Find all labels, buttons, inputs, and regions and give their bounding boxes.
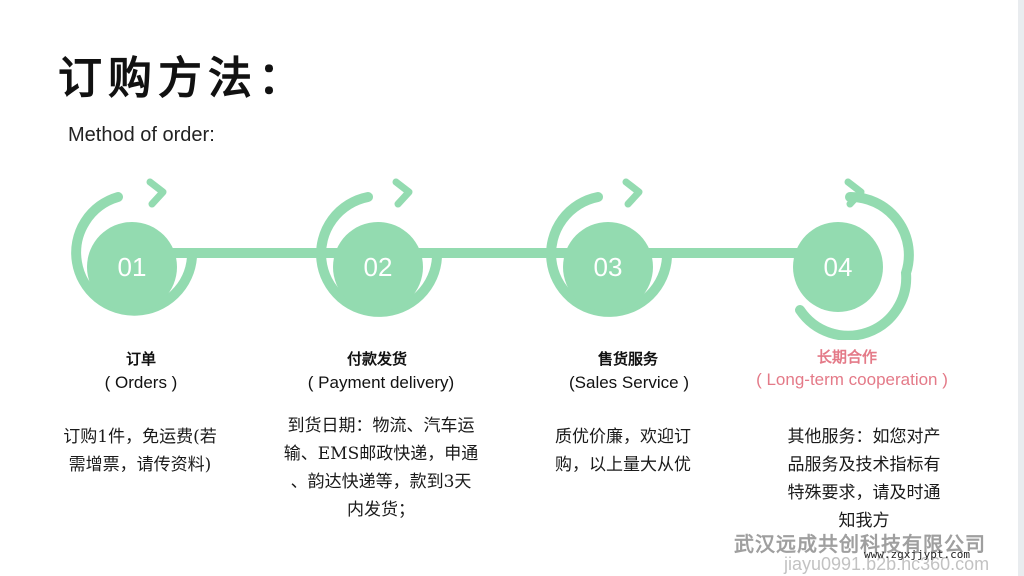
step-4-number: 04 bbox=[824, 252, 853, 282]
desc-line: 到货日期：物流、汽车运 bbox=[287, 416, 475, 436]
desc-line: 需增票，请传资料) bbox=[68, 455, 212, 475]
refresh-arc-icon bbox=[795, 191, 914, 340]
step-2-label-cn: 付款发货 bbox=[346, 350, 407, 368]
step-3-label-cn: 售货服务 bbox=[597, 350, 658, 368]
desc-line: 特殊要求，请及时通 bbox=[787, 483, 941, 503]
watermark-company: 武汉远成共创科技有限公司 bbox=[734, 532, 986, 556]
desc-line: 内发货； bbox=[347, 500, 415, 520]
step-4-disc bbox=[793, 222, 883, 312]
step-4-label-cn: 长期合作 bbox=[816, 348, 877, 366]
refresh-arc-icon bbox=[316, 192, 442, 317]
arrow-right-icon bbox=[146, 178, 167, 208]
step-1-circle: 01 bbox=[71, 178, 197, 316]
step-3-label-en: (Sales Service ) bbox=[569, 373, 689, 392]
step-4-description: 其他服务：如您对产 品服务及技术指标有 特殊要求，请及时通 知我方 bbox=[758, 423, 970, 535]
page-title: 订购方法： bbox=[58, 53, 308, 104]
arrow-right-icon bbox=[844, 178, 865, 208]
step-2-label-en: ( Payment delivery) bbox=[307, 373, 455, 392]
desc-line: 、韵达快递等，款到3天 bbox=[290, 472, 472, 492]
desc-line: 质优价廉，欢迎订 bbox=[555, 427, 691, 447]
step-2-circle: 02 bbox=[316, 178, 442, 317]
connector-1-2 bbox=[170, 248, 340, 258]
arrow-right-icon bbox=[622, 178, 643, 208]
step-3-number: 03 bbox=[594, 252, 623, 282]
step-2-disc bbox=[333, 222, 423, 312]
process-timeline: 01 02 03 04 bbox=[71, 178, 914, 340]
refresh-arc-icon bbox=[546, 192, 672, 317]
page-subtitle: Method of order: bbox=[68, 124, 215, 146]
step-3-disc bbox=[563, 222, 653, 312]
step-1-label-cn: 订单 bbox=[125, 350, 156, 368]
desc-line: 其他服务：如您对产 bbox=[787, 427, 941, 447]
step-4-circle: 04 bbox=[793, 178, 914, 340]
watermark-site-url-2: jiayu0991.b2b.hc360.com bbox=[784, 554, 990, 574]
arrow-right-icon bbox=[392, 178, 413, 208]
step-1-number: 01 bbox=[118, 252, 147, 282]
desc-line: 购，以上量大从优 bbox=[555, 455, 691, 475]
slide-edge bbox=[1018, 0, 1024, 576]
connector-3-4 bbox=[642, 248, 810, 258]
step-1-description: 订购1件，免运费(若 需增票，请传资料) bbox=[40, 423, 240, 479]
step-1-disc bbox=[87, 222, 177, 312]
desc-line: 知我方 bbox=[838, 511, 890, 531]
desc-line: 输、EMS邮政快递，申通 bbox=[283, 444, 479, 464]
step-2-number: 02 bbox=[364, 252, 393, 282]
desc-line: 订购1件，免运费(若 bbox=[63, 427, 217, 447]
step-3-circle: 03 bbox=[546, 178, 672, 317]
desc-line: 品服务及技术指标有 bbox=[787, 455, 941, 475]
step-2-description: 到货日期：物流、汽车运 输、EMS邮政快递，申通 、韵达快递等，款到3天 内发货… bbox=[256, 412, 506, 524]
step-1-label-en: ( Orders ) bbox=[104, 373, 178, 392]
step-3-description: 质优价廉，欢迎订 购，以上量大从优 bbox=[530, 423, 716, 479]
step-4-label-en: ( Long-term cooperation ) bbox=[756, 370, 948, 389]
refresh-arc-icon bbox=[71, 192, 197, 316]
connector-2-3 bbox=[412, 248, 574, 258]
watermark-site-url: www.zgxjjypt.com bbox=[864, 548, 970, 561]
